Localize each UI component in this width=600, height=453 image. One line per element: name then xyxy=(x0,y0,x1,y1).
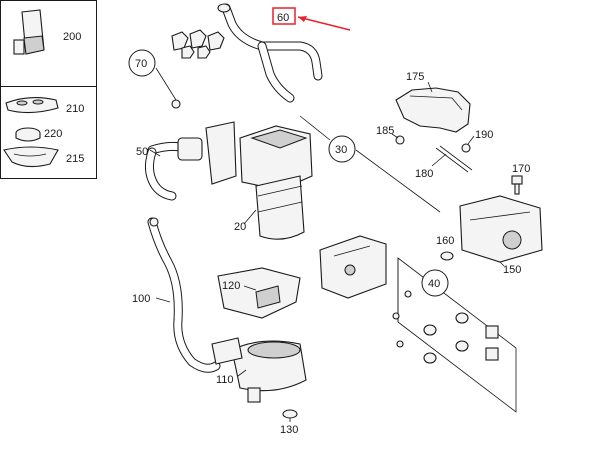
callout-circle-30 xyxy=(328,135,356,163)
part-130-nut xyxy=(282,409,298,422)
part-110-silencer xyxy=(211,337,307,403)
side-panel xyxy=(0,0,97,179)
leaders-30 xyxy=(299,115,441,213)
callout-220: 220 xyxy=(44,128,62,140)
callout-170: 170 xyxy=(512,163,530,175)
part-150-bracket xyxy=(459,195,543,267)
part-120-bracket xyxy=(217,267,301,319)
part-50-elbow xyxy=(144,137,203,201)
part-190-clip xyxy=(461,135,475,153)
callout-215: 215 xyxy=(66,153,84,165)
part-200-remote xyxy=(13,9,45,55)
callout-130: 130 xyxy=(280,424,298,436)
part-160-grommet xyxy=(440,251,454,261)
part-210-cover xyxy=(5,97,59,114)
callout-60: 60 xyxy=(277,12,289,24)
callout-210: 210 xyxy=(66,103,84,115)
part-40-kit xyxy=(392,257,517,413)
highlight-60 xyxy=(272,7,351,31)
callout-175: 175 xyxy=(406,71,424,83)
part-20-heater xyxy=(205,121,313,240)
callout-50: 50 xyxy=(136,146,148,158)
callout-70: 70 xyxy=(135,58,147,70)
part-60-hose xyxy=(217,3,323,103)
callout-185: 185 xyxy=(376,125,394,137)
part-mount-bracket xyxy=(319,235,387,299)
callout-190: 190 xyxy=(475,129,493,141)
callout-180: 180 xyxy=(415,168,433,180)
part-180-strap xyxy=(431,145,473,173)
callout-200: 200 xyxy=(63,31,81,43)
callout-circle-40 xyxy=(421,269,449,297)
callout-30: 30 xyxy=(335,144,347,156)
callout-150: 150 xyxy=(503,264,521,276)
callout-110: 110 xyxy=(216,374,234,386)
part-185-screw xyxy=(391,133,405,145)
callout-20: 20 xyxy=(234,221,246,233)
part-220-cap xyxy=(15,127,41,142)
callout-160: 160 xyxy=(436,235,454,247)
part-215-holder xyxy=(3,146,59,168)
part-100-hose xyxy=(147,217,221,373)
callout-100: 100 xyxy=(132,293,150,305)
part-70-clips xyxy=(155,29,225,109)
callout-120: 120 xyxy=(222,280,240,292)
callout-40: 40 xyxy=(428,278,440,290)
callout-circle-70 xyxy=(128,49,156,77)
part-175-bracket xyxy=(395,81,471,133)
part-170-bolt xyxy=(511,175,523,195)
